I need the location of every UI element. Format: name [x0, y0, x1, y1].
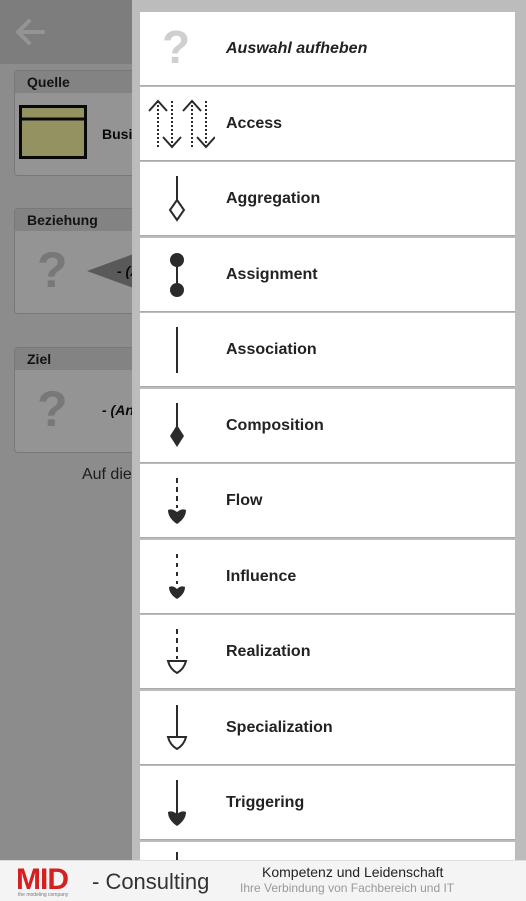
menu-item-triggering[interactable]: Triggering — [140, 766, 515, 840]
menu-item-realization[interactable]: Realization — [140, 615, 515, 689]
menu-item-label: Association — [226, 341, 317, 358]
menu-item-specialization[interactable]: Specialization — [140, 691, 515, 765]
menu-item-aggregation[interactable]: Aggregation — [140, 162, 515, 236]
business-object-icon — [19, 105, 87, 159]
specialization-hollow-arrow-icon — [166, 705, 188, 751]
menu-item-label: Composition — [226, 417, 324, 434]
menu-item-label: Specialization — [226, 719, 333, 736]
mid-logo-subtitle: the modeling company — [18, 892, 69, 898]
menu-item-label: Realization — [226, 643, 311, 660]
menu-item-access[interactable]: Access — [140, 87, 515, 161]
realization-dashed-hollow-arrow-icon — [166, 629, 188, 675]
menu-item-flow[interactable]: Flow — [140, 464, 515, 538]
question-mark-icon: ? — [162, 21, 191, 73]
menu-item-influence[interactable]: Influence — [140, 540, 515, 614]
menu-item-association[interactable]: Association — [140, 313, 515, 387]
menu-item-label: Assignment — [226, 266, 318, 283]
composition-filled-diamond-icon — [170, 403, 184, 447]
menu-item-label: Influence — [226, 568, 297, 585]
partial-connector-icon — [176, 852, 178, 860]
influence-dashed-arrow-icon — [169, 554, 185, 599]
menu-item-label: Triggering — [226, 794, 305, 811]
back-arrow-icon — [16, 19, 45, 45]
aggregation-hollow-diamond-icon — [168, 176, 186, 222]
menu-item-label: Aggregation — [226, 190, 321, 207]
source-card-value: Busi — [102, 126, 133, 142]
slogan-line-2: Ihre Verbindung von Fachbereich und IT — [240, 881, 455, 895]
assignment-dots-icon — [170, 253, 184, 297]
mid-logo: MID — [16, 863, 69, 896]
association-line-icon — [176, 327, 178, 373]
menu-item-partial[interactable] — [140, 842, 515, 860]
target-card-value: - (An — [102, 402, 134, 418]
relation-type-menu: ? Auswahl aufheben Access — [132, 0, 526, 860]
menu-item-label: Flow — [226, 492, 263, 509]
slogan-line-1: Kompetenz und Leidenschaft — [262, 864, 444, 880]
menu-item-assignment[interactable]: Assignment — [140, 238, 515, 312]
placeholder-question-icon: ? — [37, 381, 68, 437]
access-arrows-icon — [148, 99, 216, 149]
flow-dashed-arrow-icon — [168, 478, 186, 524]
consulting-label: - Consulting — [92, 869, 210, 894]
triggering-filled-arrow-icon — [168, 780, 186, 826]
footer-banner: MID the modeling company - Consulting Ko… — [0, 860, 526, 901]
back-button[interactable] — [10, 12, 50, 52]
menu-item-composition[interactable]: Composition — [140, 389, 515, 463]
menu-item-label: Auswahl aufheben — [226, 40, 368, 57]
placeholder-question-icon: ? — [37, 242, 68, 298]
menu-item-label: Access — [226, 115, 283, 132]
menu-item-deselect[interactable]: ? Auswahl aufheben — [140, 12, 515, 86]
